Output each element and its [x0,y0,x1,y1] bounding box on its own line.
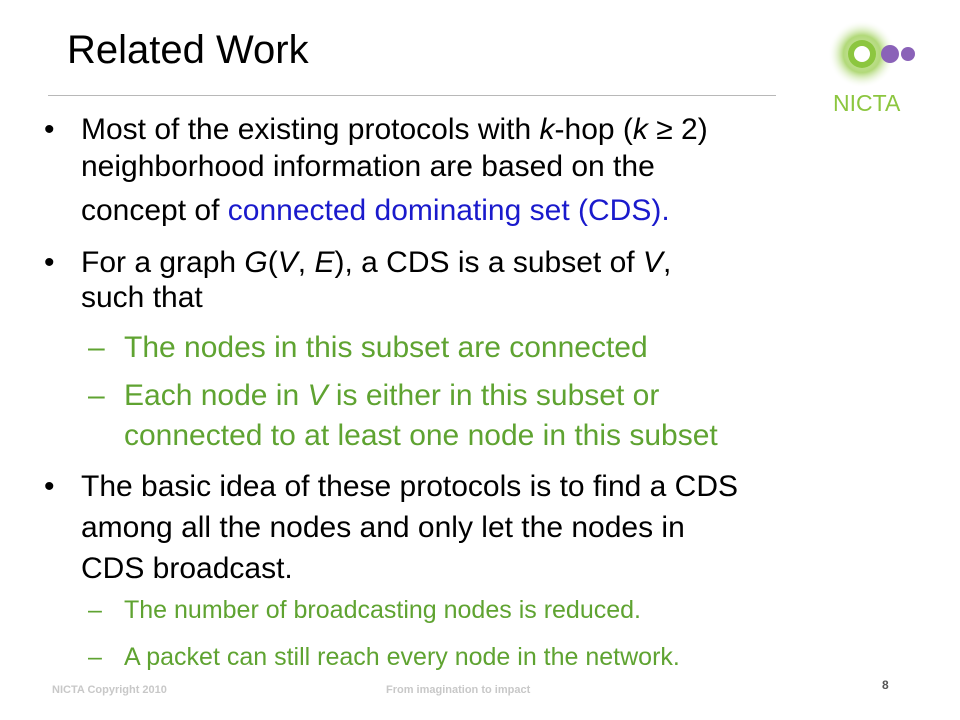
logo-white-dot [854,46,870,62]
sub-bullet-marker: – [88,331,105,364]
bullet-1-line-1: Most of the existing protocols with k-ho… [81,113,708,146]
logo-purple-dot-large [881,45,899,63]
logo-purple-dot-small [901,47,915,61]
sub-bullet-marker: – [88,596,102,624]
title-divider [48,95,776,96]
bullet-3-line-1: The basic idea of these protocols is to … [81,470,739,503]
footer-copyright: NICTA Copyright 2010 [52,684,167,696]
sub-bullet-2-1: The nodes in this subset are connected [124,331,648,364]
sub-bullet-marker: – [88,643,102,671]
page-number: 8 [882,678,889,692]
bullet-1-line-3: concept of connected dominating set (CDS… [81,194,670,227]
bullet-2-line-2: such that [81,281,203,314]
bullet-3-line-3: CDS broadcast. [81,552,293,585]
bullet-3-line-2: among all the nodes and only let the nod… [81,511,685,544]
bullet-marker: • [44,246,55,279]
sub-bullet-3-1: The number of broadcasting nodes is redu… [124,596,641,624]
footer-tagline: From imagination to impact [386,684,531,696]
bullet-2-line-1: For a graph G(V, E), a CDS is a subset o… [81,246,672,279]
bullet-marker: • [44,470,55,503]
sub-bullet-marker: – [88,379,105,412]
sub-bullet-3-2: A packet can still reach every node in t… [124,643,680,671]
sub-bullet-2-2-line-2: connected to at least one node in this s… [124,419,718,452]
bullet-marker: • [44,113,55,146]
logo-text: NICTA [833,90,901,116]
bullet-1-line-2: neighborhood information are based on th… [81,150,655,183]
cds-term: connected dominating set (CDS). [227,194,670,227]
slide-title: Related Work [67,28,309,72]
nicta-logo [828,20,915,88]
sub-bullet-2-2-line-1: Each node in V is either in this subset … [124,379,660,412]
